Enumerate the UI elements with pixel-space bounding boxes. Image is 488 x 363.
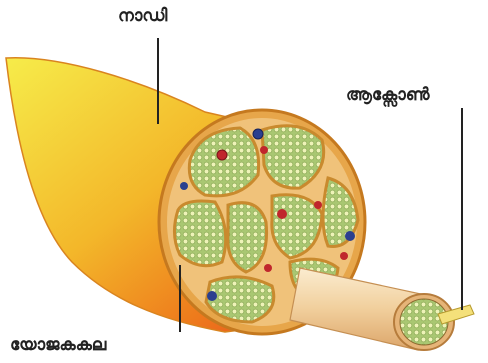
blood-vessel-icon xyxy=(260,146,268,154)
blood-vessel-icon xyxy=(345,231,355,241)
label-connective-tissue: യോജകകല xyxy=(10,335,106,355)
label-axon: ആക്സോൺ xyxy=(346,85,430,105)
blood-vessel-icon xyxy=(217,150,227,160)
fascicle xyxy=(174,201,225,266)
blood-vessel-icon xyxy=(340,252,348,260)
label-nerve: നാഡി xyxy=(118,6,167,26)
blood-vessel-icon xyxy=(277,209,287,219)
blood-vessel-icon xyxy=(264,264,272,272)
axon-strand-icon xyxy=(290,268,474,350)
blood-vessel-icon xyxy=(180,182,188,190)
fascicle xyxy=(228,203,267,272)
blood-vessel-icon xyxy=(207,291,217,301)
blood-vessel-icon xyxy=(253,129,263,139)
blood-vessel-icon xyxy=(314,201,322,209)
